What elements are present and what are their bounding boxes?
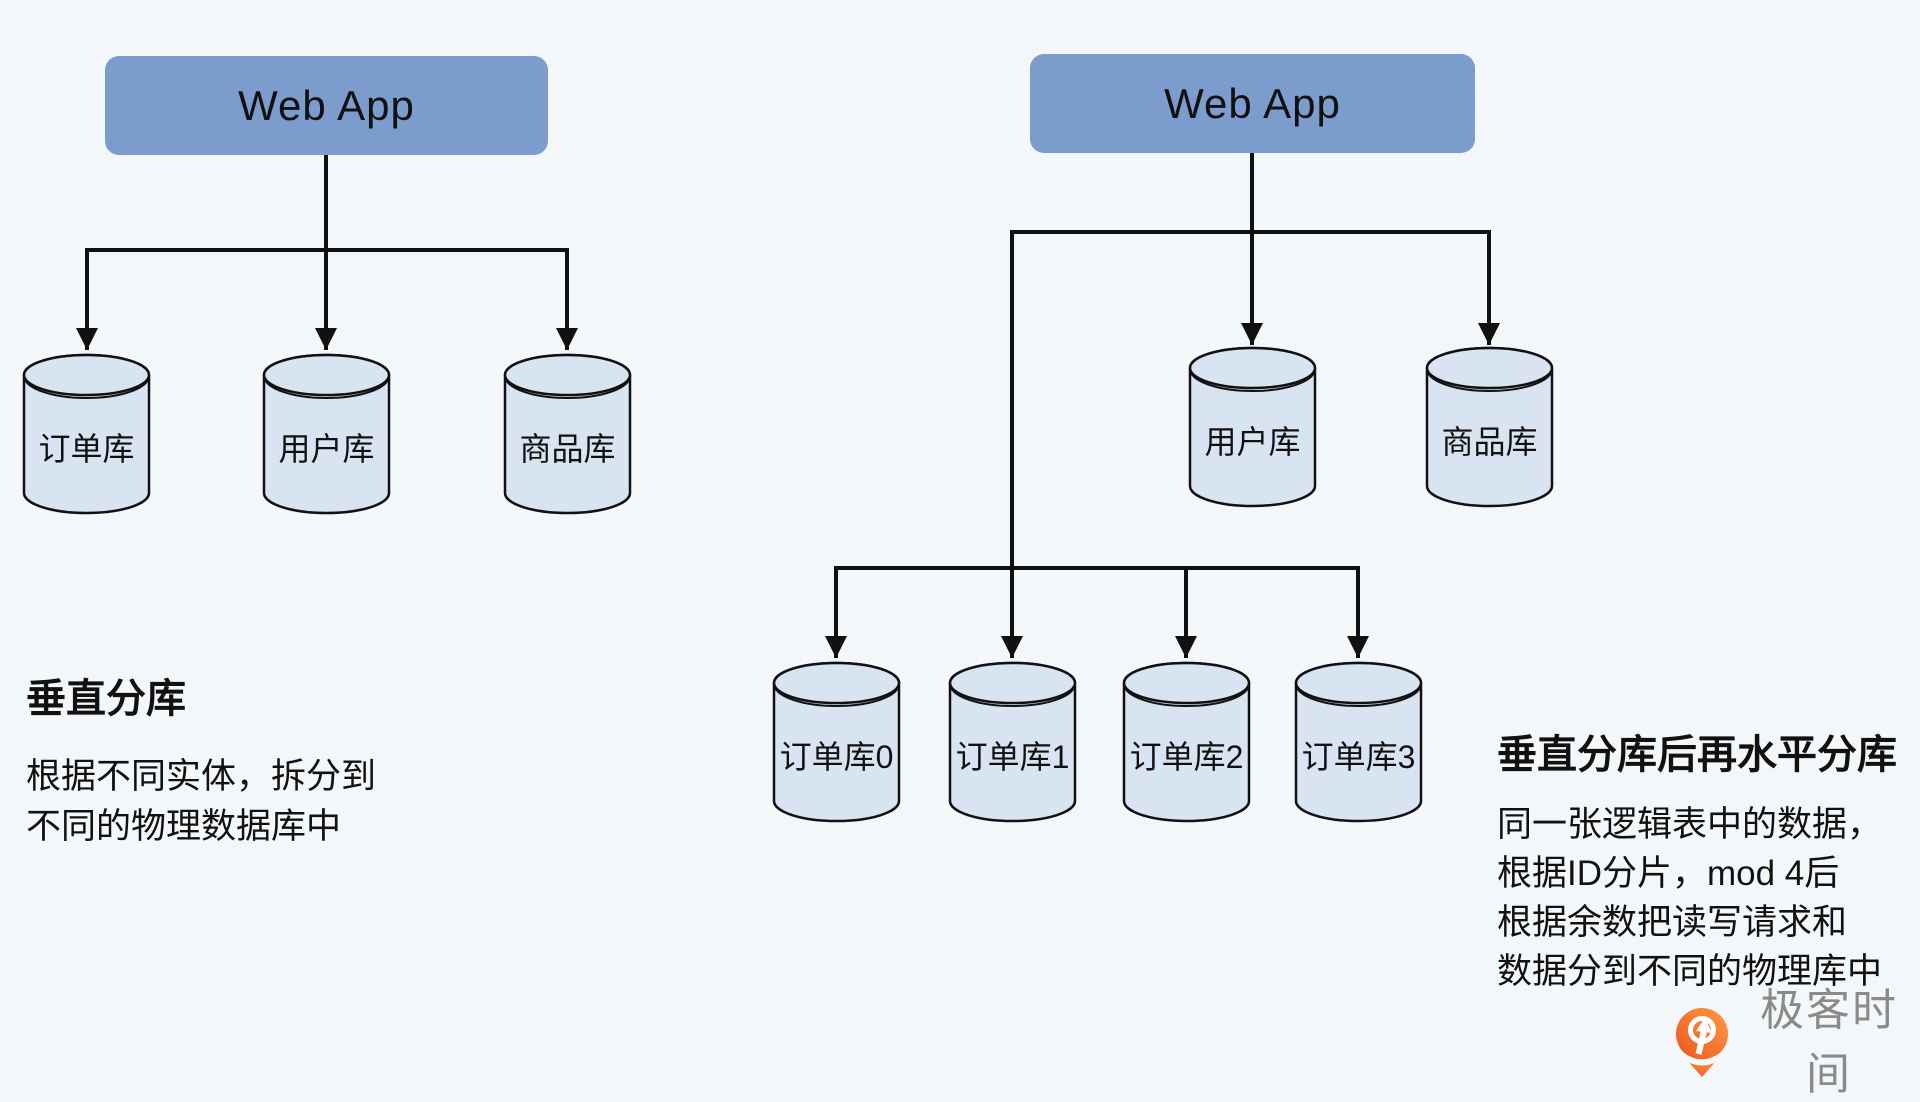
left-connectors	[76, 155, 578, 350]
right-caption-spacer	[1497, 780, 1897, 800]
cylinder-label-order-shard-1: 订单库1	[955, 739, 1070, 775]
geektime-logo-text: 极客时间	[1760, 986, 1898, 1099]
right-caption-line-2: 根据ID分片，mod 4后	[1497, 854, 1840, 893]
left-caption-line-1: 根据不同实体，拆分到	[26, 757, 377, 796]
cylinder-label-user-db: 用户库	[278, 431, 375, 467]
cylinder-label-order-shard-0: 订单库0	[779, 739, 894, 775]
cylinder-user-db-right	[1188, 346, 1317, 508]
right-caption-title: 垂直分库后再水平分库	[1497, 733, 1897, 777]
left-web-app-label: Web App	[238, 81, 415, 129]
cylinder-label-order-shard-2: 订单库2	[1129, 739, 1244, 775]
right-caption: 垂直分库后再水平分库 同一张逻辑表中的数据， 根据ID分片，mod 4后 根据余…	[1497, 722, 1897, 996]
right-web-app-box	[1030, 54, 1475, 153]
cylinder-order-shard-0	[772, 661, 901, 823]
cylinder-product-db-right	[1425, 346, 1554, 508]
right-connectors	[825, 153, 1500, 658]
right-caption-line-3: 根据余数把读写请求和	[1497, 903, 1848, 942]
cylinder-label-user-db-right: 用户库	[1204, 424, 1301, 460]
left-caption: 垂直分库 根据不同实体，拆分到 不同的物理数据库中	[26, 666, 376, 852]
right-caption-line-4: 数据分到不同的物理库中	[1497, 952, 1883, 991]
cylinder-label-product-db-right: 商品库	[1441, 424, 1538, 460]
cylinder-label-product-db: 商品库	[519, 431, 616, 467]
cylinder-product-db	[503, 353, 632, 515]
cylinder-user-db	[262, 353, 391, 515]
left-caption-spacer	[26, 724, 376, 752]
right-web-app-label: Web App	[1164, 79, 1341, 127]
left-caption-line-2: 不同的物理数据库中	[26, 807, 342, 846]
cylinder-order-shard-3	[1294, 661, 1423, 823]
left-caption-title: 垂直分库	[26, 677, 186, 721]
cylinder-order-shard-2	[1122, 661, 1251, 823]
cylinder-order-shard-1	[948, 661, 1077, 823]
cylinder-label-order-db: 订单库	[38, 431, 135, 467]
cylinder-order-db	[22, 353, 151, 515]
right-caption-line-1: 同一张逻辑表中的数据，	[1497, 805, 1883, 844]
cylinder-label-order-shard-3: 订单库3	[1301, 739, 1416, 775]
geektime-logo-icon	[1676, 1008, 1728, 1077]
left-web-app-box	[105, 56, 548, 155]
